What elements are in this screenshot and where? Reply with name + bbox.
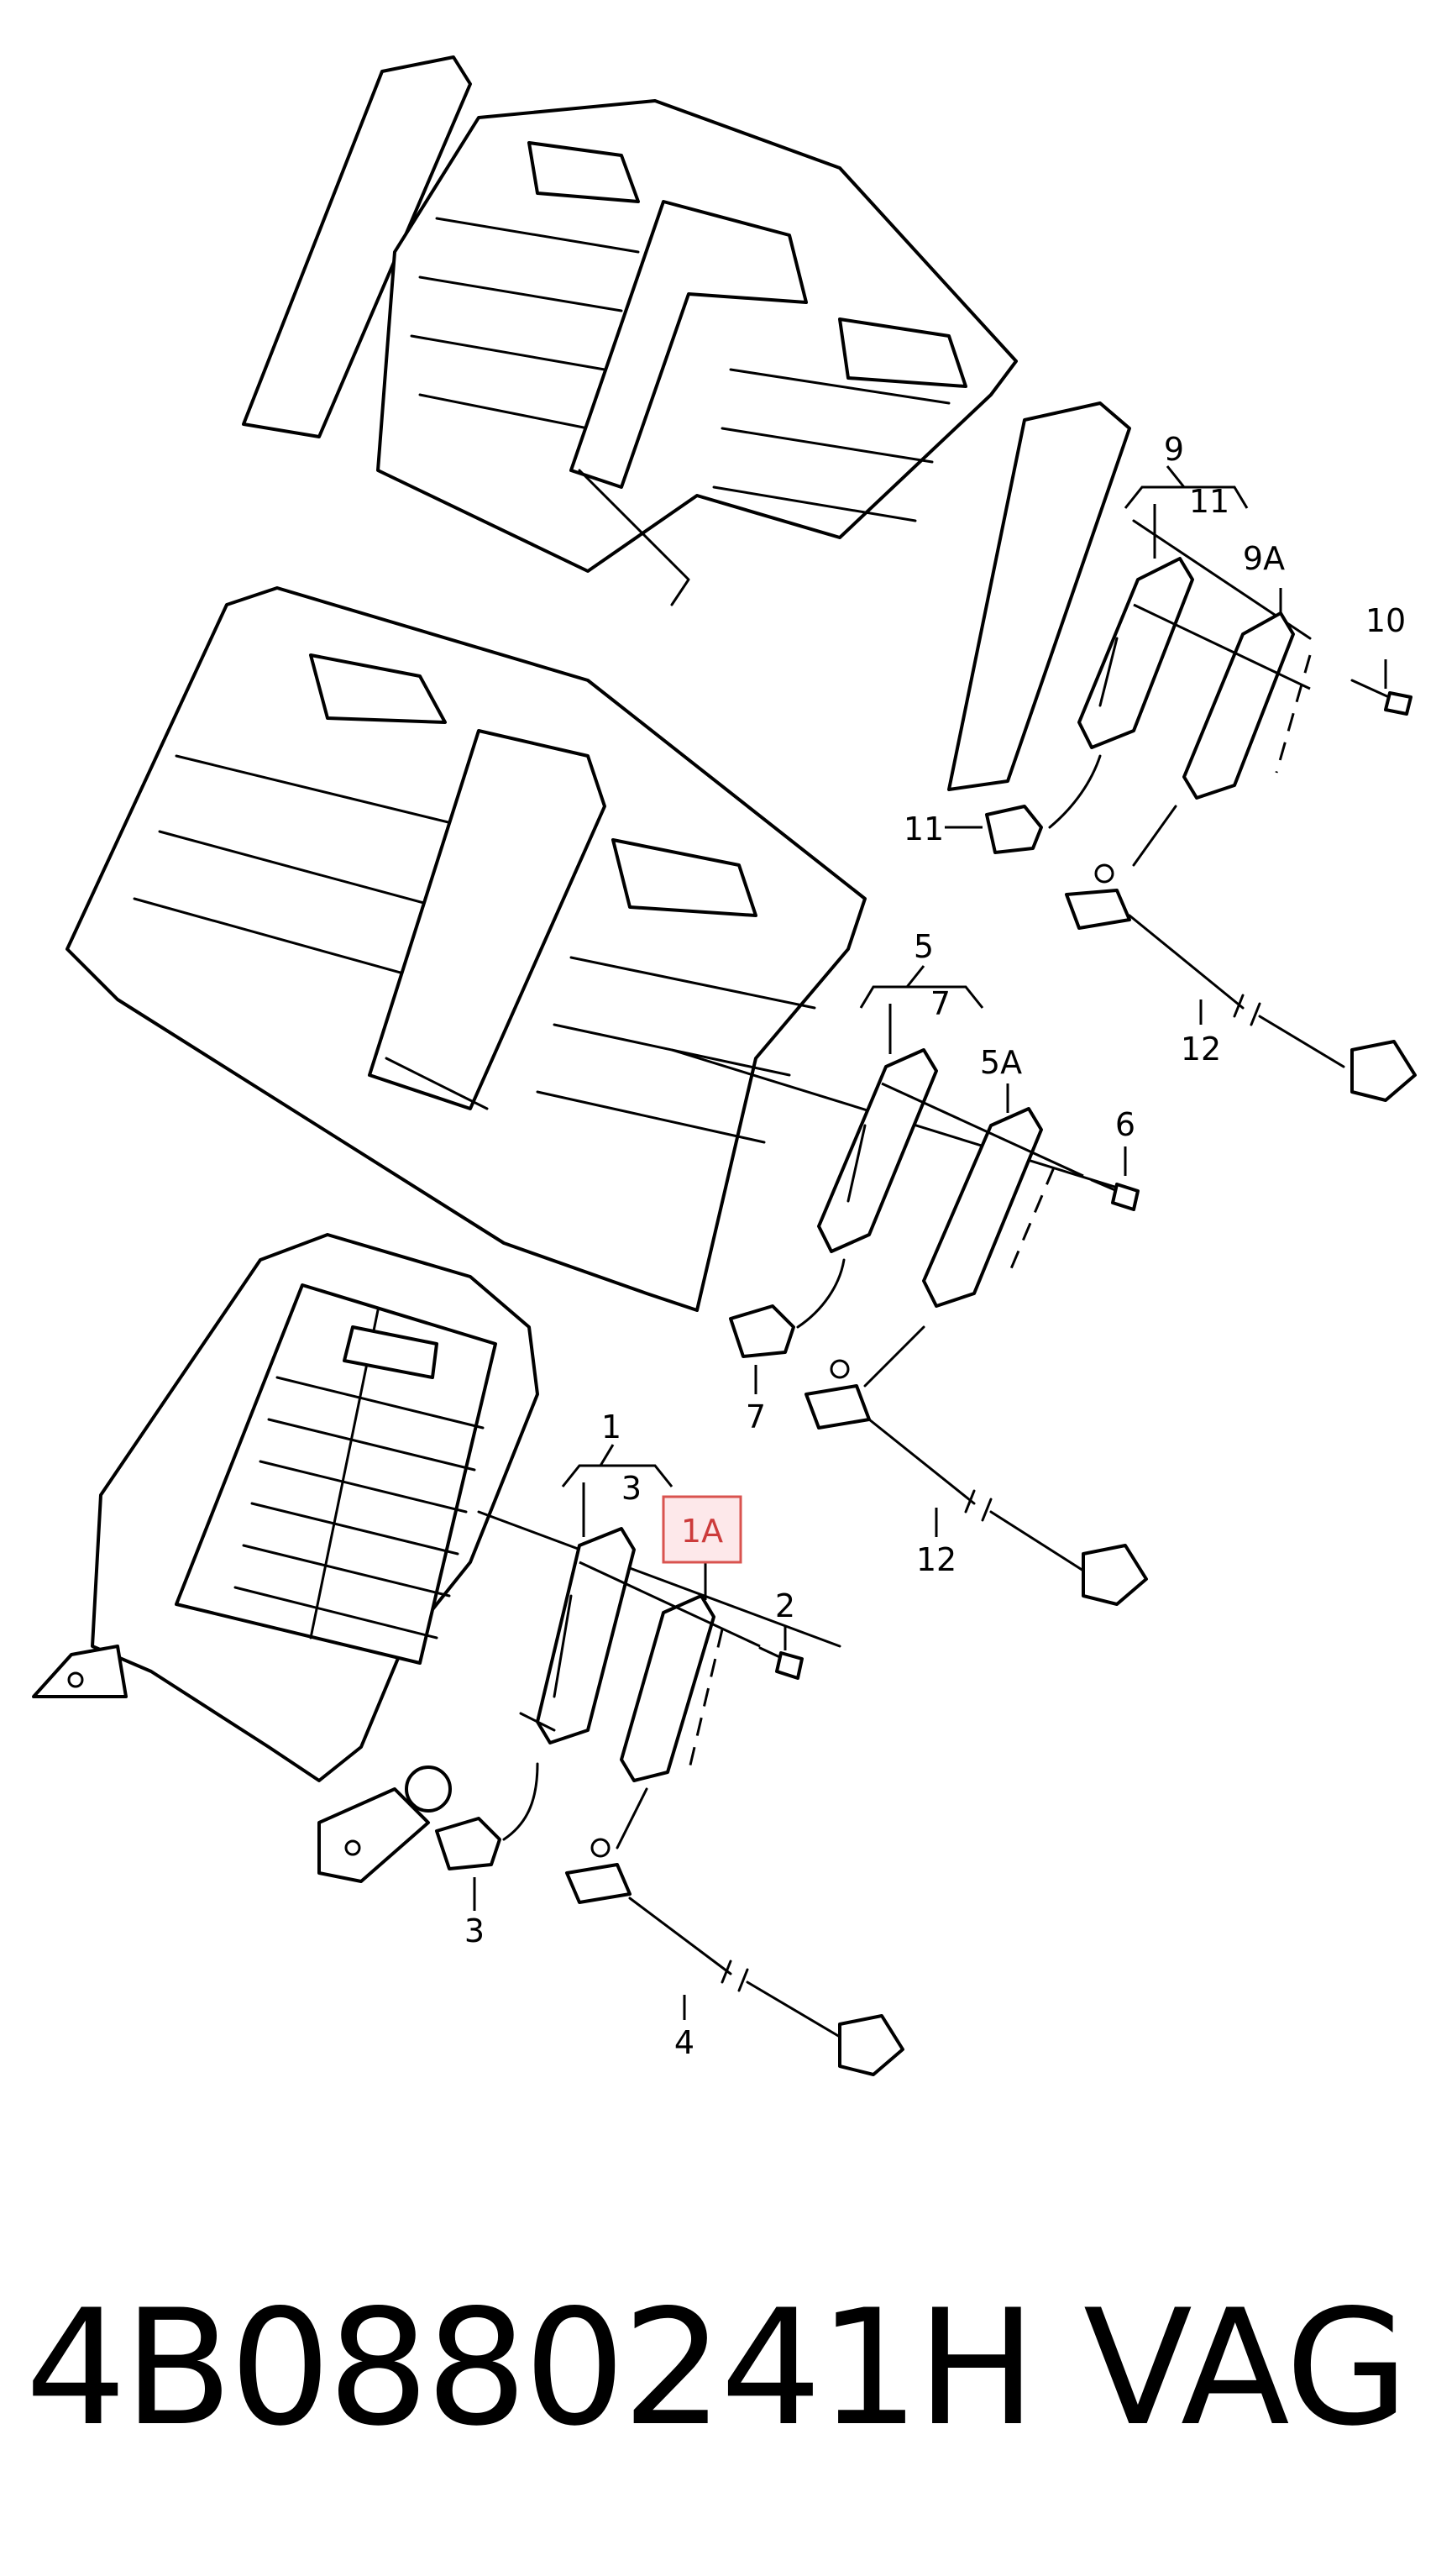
lower-airbag-group	[435, 1527, 904, 2076]
upper-airbag-group	[985, 557, 1417, 1102]
callout-3-bracket: 3	[621, 1470, 642, 1507]
brand-label: VAG	[1083, 2275, 1409, 2461]
part-number: 4B0880241H	[25, 2275, 1036, 2461]
callout-12-upper: 12	[1181, 1031, 1221, 1068]
callout-4: 4	[674, 2024, 694, 2061]
leader-lines	[473, 465, 1387, 2020]
callout-6: 6	[1115, 1106, 1135, 1143]
callout-1: 1	[601, 1409, 621, 1445]
front-seat-frame	[32, 1233, 841, 1883]
callout-11-bracket: 11	[1189, 483, 1229, 520]
callout-7-bottom: 7	[746, 1398, 766, 1435]
callout-2: 2	[775, 1587, 795, 1624]
callout-12-lower: 12	[916, 1541, 956, 1578]
seat-airbag-exploded-diagram: 9 11 9A 10 11 12 5 7 5A 6 7 12 1 3 1A 2 …	[32, 55, 1417, 2076]
callout-5: 5	[914, 928, 934, 965]
part-footer: 4B0880241H VAG	[25, 2285, 1411, 2453]
callout-9: 9	[1164, 431, 1184, 468]
callout-5a: 5A	[980, 1044, 1022, 1081]
callout-3-bottom: 3	[464, 1912, 485, 1949]
callout-7-bracket: 7	[930, 985, 951, 1022]
callout-labels: 9 11 9A 10 11 12 5 7 5A 6 7 12 1 3 1A 2 …	[464, 431, 1406, 2061]
highlight-box-1a	[662, 1495, 742, 1564]
top-seat-backrest	[242, 55, 1312, 791]
callout-10: 10	[1365, 602, 1406, 639]
callout-9a: 9A	[1243, 540, 1285, 577]
callout-11-left: 11	[904, 811, 944, 847]
callout-1a: 1A	[681, 1513, 723, 1550]
middle-airbag-group	[729, 1048, 1148, 1606]
middle-seat-backrest	[66, 586, 1135, 1312]
